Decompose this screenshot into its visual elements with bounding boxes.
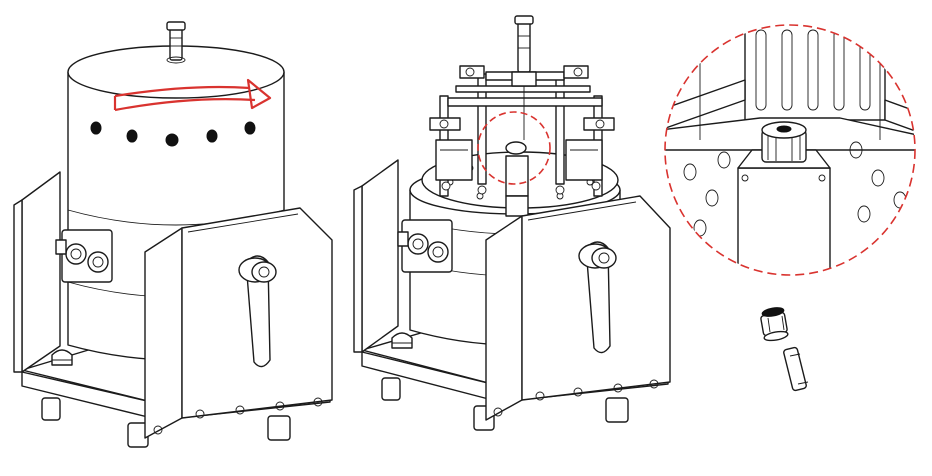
- left-side-plate: [13, 171, 61, 373]
- center-spindle: [505, 15, 537, 217]
- top-spindle: [166, 21, 186, 64]
- open-unit-drawing: [353, 15, 671, 431]
- lever-handle: [238, 255, 277, 368]
- left-side-plate: [353, 159, 399, 353]
- connector-panel: [397, 219, 453, 273]
- base-knob: [51, 349, 73, 366]
- callout-circle-icon: [477, 111, 551, 185]
- cylinder-holes: [90, 121, 256, 147]
- base-knob: [391, 332, 413, 349]
- rotation-arrow-icon: [113, 78, 272, 112]
- right-side-plate: [144, 207, 333, 439]
- lever-handle: [578, 241, 617, 354]
- closed-unit-drawing: [13, 21, 333, 448]
- detail-circle-border: [664, 24, 916, 276]
- detail-contents: [665, 25, 915, 275]
- clamp-frame: [429, 65, 615, 197]
- connector-panel: [55, 229, 113, 283]
- detail-callout-drawing: [664, 24, 916, 276]
- fuse-icon: [760, 307, 809, 392]
